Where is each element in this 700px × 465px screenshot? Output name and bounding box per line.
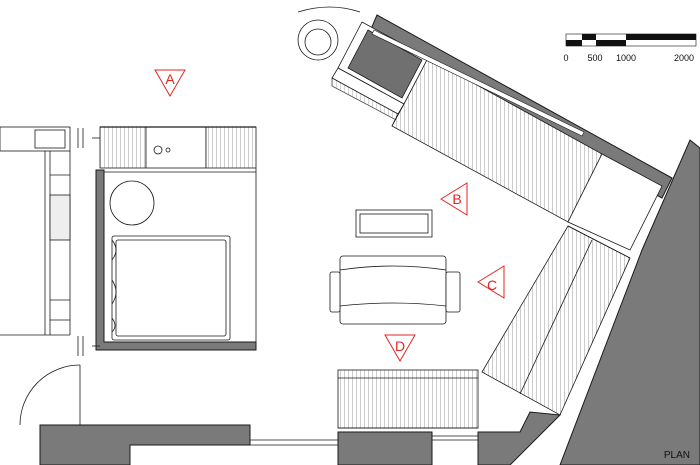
- plan-title: PLAN: [664, 450, 690, 461]
- scale-tick-label: 500: [587, 53, 602, 63]
- coffee-table: [355, 209, 433, 238]
- section-marker-letter: B: [452, 191, 461, 207]
- wall-room-a: [95, 169, 257, 351]
- section-marker-b: B: [440, 182, 468, 216]
- bottom-openings: [250, 435, 478, 446]
- bench-south: [337, 369, 479, 429]
- room-a: [92, 126, 257, 347]
- wall-east-diagonal: [559, 139, 700, 465]
- wall-south-mid: [337, 431, 433, 465]
- bench-east: [481, 225, 631, 416]
- section-marker-letter: A: [165, 71, 175, 87]
- scale-tick-label: 1000: [616, 53, 636, 63]
- swing-door: [19, 364, 81, 426]
- cabinet-left: [99, 126, 147, 169]
- scale-bar: 0 500 1000 2000: [563, 33, 697, 63]
- adjacent-room-left: [0, 126, 84, 356]
- armchair: [297, 6, 361, 61]
- wall-light-strip: [371, 29, 585, 137]
- wall-south-right: [477, 411, 562, 465]
- washbasin: [153, 145, 163, 155]
- bed: [111, 235, 231, 341]
- sofa: [329, 255, 461, 325]
- round-table: [109, 180, 155, 226]
- corner-unit: [331, 21, 429, 123]
- cabinet-right: [205, 126, 257, 169]
- section-marker-c: C: [477, 265, 505, 299]
- counter-top: [145, 126, 207, 169]
- wall-south-left: [39, 424, 251, 465]
- section-marker-letter: D: [395, 338, 405, 354]
- section-marker-letter: C: [487, 277, 497, 293]
- bench-north: [391, 57, 663, 251]
- section-marker-a: A: [154, 69, 186, 98]
- section-marker-d: D: [384, 334, 416, 363]
- scale-tick-label: 0: [563, 53, 568, 63]
- scale-tick-label: 2000: [674, 53, 694, 63]
